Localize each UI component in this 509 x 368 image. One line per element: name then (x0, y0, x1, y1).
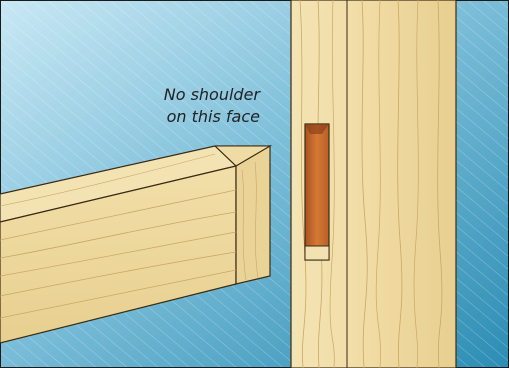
annotation-label: No shoulder on this face (120, 84, 260, 128)
annotation-line-2: on this face (120, 106, 260, 128)
annotation-line-1: No shoulder (120, 84, 260, 106)
mortise (305, 124, 329, 260)
